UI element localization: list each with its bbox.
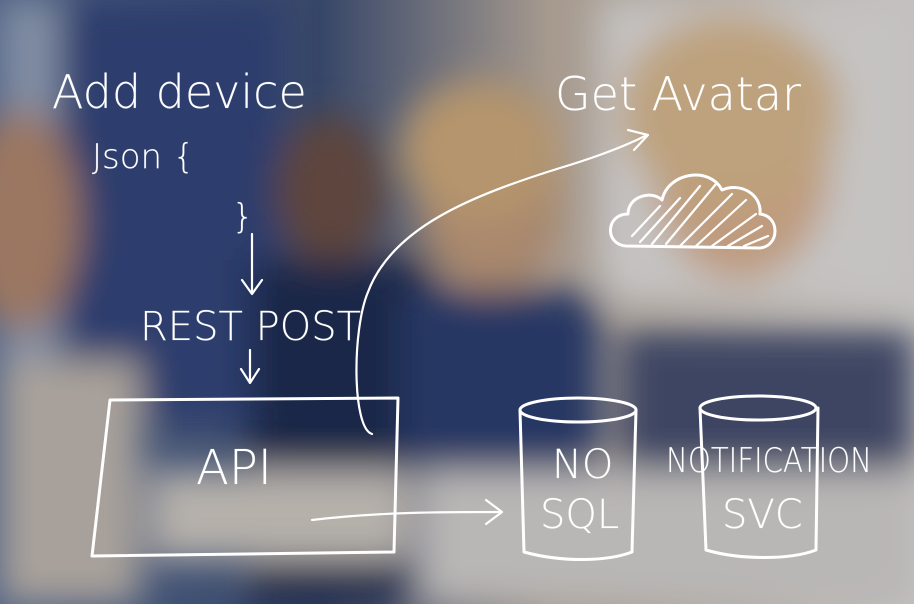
rest-to-api-arrow [239,348,261,385]
notification-service-icon [698,394,820,559]
json-to-rest-arrow [240,232,264,296]
notification-line2-label: SVC [722,492,803,538]
nosql-line1-label: NO [552,442,613,488]
api-to-avatar-arrow [355,128,650,436]
json-close-label: } [232,197,254,237]
api-label: API [196,440,272,496]
notification-line1-label: NOTIFICATION [666,441,872,481]
nosql-database-icon [518,396,638,561]
json-open-label: Json { [92,137,195,177]
rest-post-label: REST POST [140,304,361,350]
add-device-label: Add device [52,65,307,119]
nosql-line2-label: SQL [540,492,619,538]
get-avatar-label: Get Avatar [555,67,801,121]
cloud-icon [609,173,777,250]
api-to-nosql-arrow [310,498,504,526]
api-box [90,396,400,558]
